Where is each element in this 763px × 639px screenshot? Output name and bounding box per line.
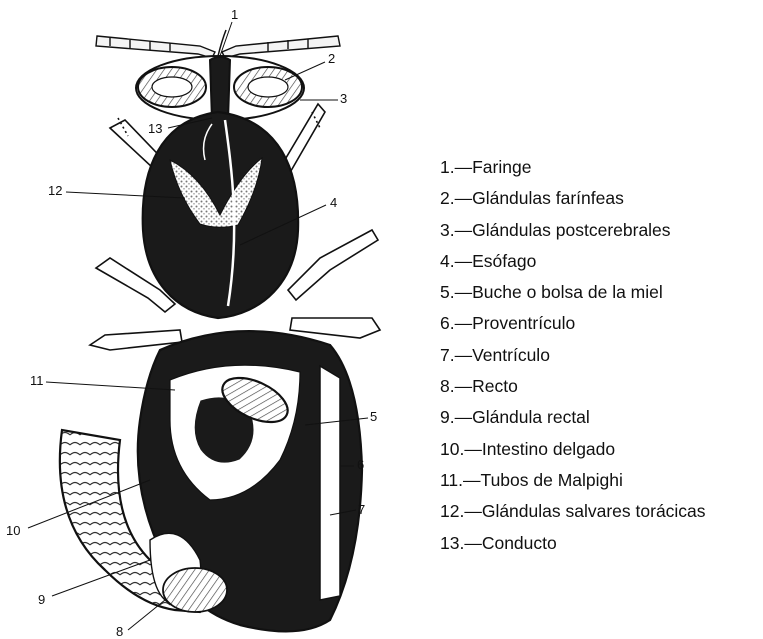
legend-item-7: 7.—Ventrículo (440, 340, 706, 371)
legend-item-11: 11.—Tubos de Malpighi (440, 465, 706, 496)
callout-7: 7 (358, 503, 365, 516)
legend-item-3: 3.—Glándulas postcerebrales (440, 215, 706, 246)
callout-4: 4 (330, 196, 337, 209)
legend-item-12: 12.—Glándulas salvares torácicas (440, 496, 706, 527)
legend-item-6: 6.—Proventrículo (440, 308, 706, 339)
callout-11: 11 (30, 374, 44, 387)
callout-5: 5 (370, 410, 377, 423)
abdomen (60, 331, 362, 631)
callout-2: 2 (328, 52, 335, 65)
thorax (143, 112, 298, 318)
legend-item-13: 13.—Conducto (440, 528, 706, 559)
callout-12: 12 (48, 184, 62, 197)
callout-8: 8 (116, 625, 123, 638)
callout-9: 9 (38, 593, 45, 606)
legend-item-9: 9.—Glándula rectal (440, 402, 706, 433)
legend-item-1: 1.—Faringe (440, 152, 706, 183)
legend-item-8: 8.—Recto (440, 371, 706, 402)
callout-1: 1 (231, 8, 238, 21)
legend-item-5: 5.—Buche o bolsa de la miel (440, 277, 706, 308)
callout-3: 3 (340, 92, 347, 105)
legend-item-2: 2.—Glándulas farínfeas (440, 183, 706, 214)
callout-10: 10 (6, 524, 20, 537)
legend: 1.—Faringe 2.—Glándulas farínfeas 3.—Glá… (440, 152, 706, 559)
legend-item-4: 4.—Esófago (440, 246, 706, 277)
legend-item-10: 10.—Intestino delgado (440, 434, 706, 465)
callout-13: 13 (148, 122, 162, 135)
callout-6: 6 (357, 458, 364, 471)
